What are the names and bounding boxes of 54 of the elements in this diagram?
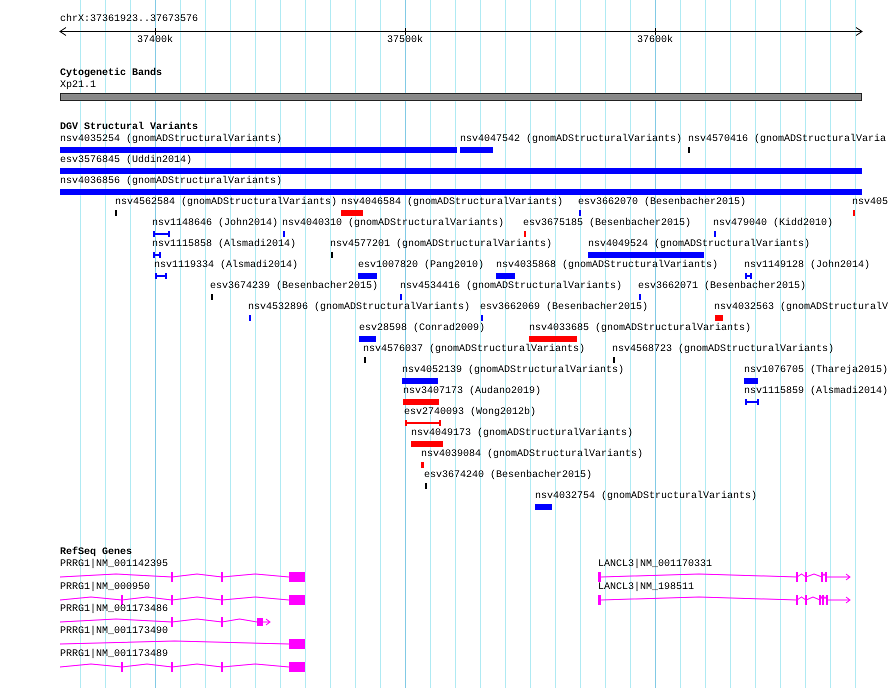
variant-label: nsv4047542 (gnomADStructuralVariants) bbox=[460, 134, 682, 146]
variant-label: nsv4033685 (gnomADStructuralVariants) bbox=[529, 323, 752, 335]
variant-label: nsv4576037 (gnomADStructuralVariants) bbox=[363, 344, 586, 356]
gene-label: PRRG1|NM_001173486 bbox=[60, 604, 168, 616]
axis-tick-label: 37600k bbox=[637, 35, 673, 47]
track-heading: RefSeq Genes bbox=[60, 547, 132, 558]
variant-label: esv1007820 (Pang2010) bbox=[358, 260, 484, 272]
variant-label: esv3576845 (Uddin2014) bbox=[60, 155, 192, 167]
variant-label: nsv4040310 (gnomADStructuralVariants) bbox=[282, 218, 504, 230]
variant-label: nsv4532896 (gnomADStructuralVariants) bbox=[248, 302, 470, 314]
variant-label: esv3662069 (Besenbacher2015) bbox=[480, 302, 648, 314]
gene-label: PRRG1|NM_001142395 bbox=[60, 559, 168, 571]
gene-label: LANCL3|NM_001170331 bbox=[598, 559, 712, 571]
variant-label: esv3674240 (Besenbacher2015) bbox=[424, 470, 592, 482]
variant-label: nsv4052139 (gnomADStructuralVariants) bbox=[402, 365, 624, 377]
variant-label: nsv1148646 (John2014) bbox=[152, 218, 278, 230]
gene-label: PRRG1|NM_000950 bbox=[60, 582, 150, 594]
axis-tick-label: 37400k bbox=[137, 35, 173, 47]
variant-label: esv2740093 (Wong2012b) bbox=[404, 407, 536, 419]
variant-label: nsv4032563 (gnomADStructuralV bbox=[714, 302, 888, 314]
variant-label: nsv4049524 (gnomADStructuralVariants) bbox=[588, 239, 810, 251]
variant-label: nsv4577201 (gnomADStructuralVariants) bbox=[330, 239, 552, 251]
track-heading: DGV Structural Variants bbox=[60, 122, 198, 134]
variant-label: nsv4039084 (gnomADStructuralVariants) bbox=[421, 449, 644, 461]
variant-label: nsv1115858 (Alsmadi2014) bbox=[152, 239, 296, 251]
variant-label: nsv4562584 (gnomADStructuralVariants) bbox=[115, 197, 338, 209]
variant-label: nsv4570416 (gnomADStructuralVaria bbox=[688, 134, 886, 146]
locus-coordinates: chrX:37361923..37673576 bbox=[60, 14, 198, 26]
variant-label: nsv3407173 (Audano2019) bbox=[403, 386, 542, 398]
track-heading: Cytogenetic Bands bbox=[60, 68, 162, 80]
band-label: Xp21.1 bbox=[60, 80, 96, 92]
variant-label: esv3675185 (Besenbacher2015) bbox=[523, 218, 692, 230]
variant-label: esv3662070 (Besenbacher2015) bbox=[578, 197, 746, 209]
variant-label: nsv4035254 (gnomADStructuralVariants) bbox=[60, 134, 282, 146]
variant-label: nsv4032754 (gnomADStructuralVariants) bbox=[535, 491, 758, 503]
variant-label: esv3674239 (Besenbacher2015) bbox=[210, 281, 378, 293]
variant-label: nsv1115859 (Alsmadi2014) bbox=[744, 386, 888, 398]
variant-label: nsv1076705 (Thareja2015) bbox=[744, 365, 888, 377]
variant-label: esv28598 (Conrad2009) bbox=[359, 323, 486, 335]
gene-label: LANCL3|NM_198511 bbox=[598, 582, 694, 594]
variant-label: nsv1149128 (John2014) bbox=[744, 260, 870, 272]
variant-label: nsv4568723 (gnomADStructuralVariants) bbox=[612, 344, 834, 356]
variant-label: esv3662071 (Besenbacher2015) bbox=[638, 281, 806, 293]
variant-label: nsv4035868 (gnomADStructuralVariants) bbox=[496, 260, 718, 272]
variant-label: nsv4036856 (gnomADStructuralVariants) bbox=[60, 176, 282, 188]
axis-tick-label: 37500k bbox=[387, 35, 423, 47]
gene-label: PRRG1|NM_001173489 bbox=[60, 649, 168, 661]
variant-label: nsv405 bbox=[852, 197, 888, 209]
variant-label: nsv479040 (Kidd2010) bbox=[713, 218, 834, 230]
variant-label: nsv4049173 (gnomADStructuralVariants) bbox=[411, 428, 634, 440]
variant-label: nsv4534416 (gnomADStructuralVariants) bbox=[400, 281, 622, 293]
variant-label: nsv1119334 (Alsmadi2014) bbox=[154, 260, 298, 272]
variant-label: nsv4046584 (gnomADStructuralVariants) bbox=[341, 197, 564, 209]
gene-label: PRRG1|NM_001173490 bbox=[60, 626, 168, 638]
